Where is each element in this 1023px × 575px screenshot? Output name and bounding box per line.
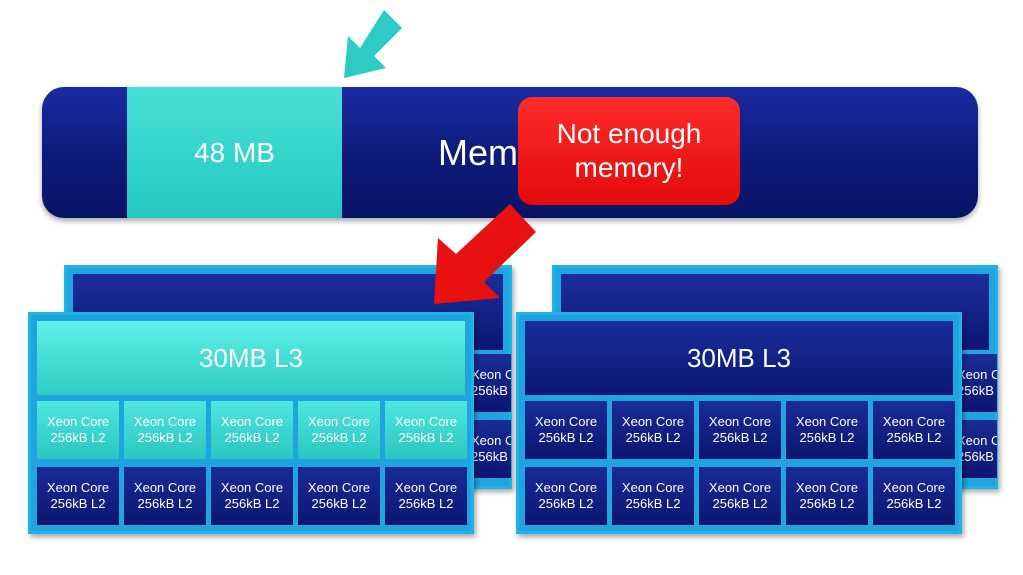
core-block: Xeon Core 256kB L2 xyxy=(699,401,781,459)
not-enough-memory-callout: Not enough memory! xyxy=(518,97,740,205)
core-block: Xeon Core 256kB L2 xyxy=(467,420,511,478)
core-block: Xeon Core 256kB L2 xyxy=(525,401,607,459)
core-block: Xeon Core 256kB L2 xyxy=(786,401,868,459)
core-block: Xeon Core 256kB L2 xyxy=(786,467,868,525)
core-block: Xeon Core 256kB L2 xyxy=(124,401,206,459)
core-block: Xeon Core 256kB L2 xyxy=(298,401,380,459)
memory-bar: 48 MB Memory xyxy=(42,87,978,218)
core-block: Xeon Core 256kB L2 xyxy=(612,401,694,459)
core-block: Xeon Core 256kB L2 xyxy=(467,354,511,412)
core-block: Xeon Core 256kB L2 xyxy=(385,467,467,525)
core-block: Xeon Core 256kB L2 xyxy=(873,401,955,459)
l3-cache-block: 30MB L3 xyxy=(525,321,953,395)
core-block: Xeon Core 256kB L2 xyxy=(525,467,607,525)
allocated-memory-block: 48 MB xyxy=(127,87,342,218)
core-block: Xeon Core 256kB L2 xyxy=(37,401,119,459)
processor-package-front-left: 30MB L3 Xeon Core 256kB L2 Xeon Core 256… xyxy=(28,312,474,534)
core-block: Xeon Core 256kB L2 xyxy=(37,467,119,525)
core-block: Xeon Core 256kB L2 xyxy=(124,467,206,525)
core-block: Xeon Core 256kB L2 xyxy=(873,467,955,525)
callout-text: Not enough memory! xyxy=(556,118,702,183)
warning-arrow-icon xyxy=(434,204,536,304)
core-block: Xeon Core 256kB L2 xyxy=(612,467,694,525)
allocated-memory-label: 48 MB xyxy=(194,136,275,168)
core-block: Xeon Core 256kB L2 xyxy=(699,467,781,525)
processor-package-front-right: 30MB L3 Xeon Core 256kB L2 Xeon Core 256… xyxy=(516,312,962,534)
core-block: Xeon Core 256kB L2 xyxy=(211,467,293,525)
core-block: Xeon Core 256kB L2 xyxy=(385,401,467,459)
allocation-arrow-icon xyxy=(344,10,402,78)
core-block: Xeon Core 256kB L2 xyxy=(211,401,293,459)
core-block: Xeon Core 256kB L2 xyxy=(298,467,380,525)
l3-cache-block: 30MB L3 xyxy=(37,321,465,395)
